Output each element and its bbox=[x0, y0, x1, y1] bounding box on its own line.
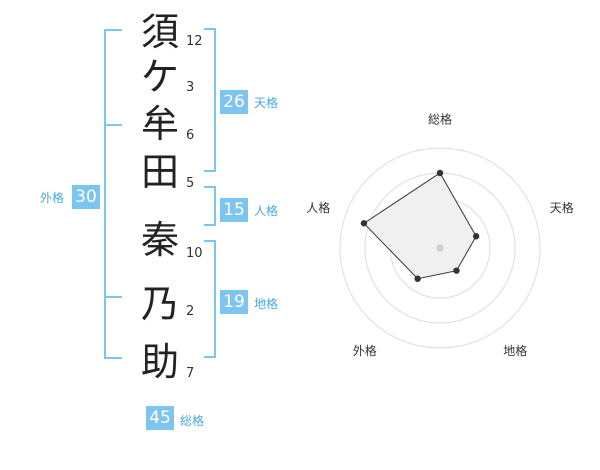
tenkaku-value: 26 bbox=[220, 90, 248, 114]
name-char-1: 須 bbox=[140, 10, 179, 54]
stroke-count-2: 3 bbox=[186, 80, 195, 95]
name-char-3: 牟 bbox=[140, 102, 179, 146]
gaikaku-value: 30 bbox=[72, 185, 100, 209]
stroke-count-4: 5 bbox=[186, 176, 195, 191]
stroke-count-3: 6 bbox=[186, 128, 195, 143]
radar-grid-ring bbox=[339, 147, 541, 349]
radar-axis-label: 天格 bbox=[550, 200, 574, 215]
name-char-6: 乃 bbox=[140, 282, 179, 326]
radar-point bbox=[360, 220, 368, 227]
soukaku-label: 総格 bbox=[180, 414, 205, 428]
soukaku-value: 45 bbox=[146, 406, 174, 430]
chikaku-label: 地格 bbox=[254, 297, 279, 311]
radar-axis-label: 外格 bbox=[353, 343, 377, 358]
radar-axis-label: 総格 bbox=[428, 112, 452, 127]
radar-point bbox=[453, 267, 460, 274]
stroke-count-5: 10 bbox=[186, 246, 203, 261]
chikaku-value: 19 bbox=[220, 290, 248, 314]
jinkaku-label: 人格 bbox=[254, 204, 279, 218]
gaikaku-label: 外格 bbox=[40, 191, 65, 205]
stroke-count-6: 2 bbox=[186, 304, 195, 319]
tenkaku-label: 天格 bbox=[254, 96, 279, 110]
name-char-7: 助 bbox=[140, 340, 179, 384]
radar-point bbox=[414, 275, 421, 282]
radar-point bbox=[436, 169, 444, 177]
radar-point bbox=[472, 233, 480, 240]
radar-shape bbox=[363, 172, 477, 280]
radar-axis-label: 地格 bbox=[503, 343, 527, 358]
stroke-count-1: 12 bbox=[186, 34, 203, 49]
name-char-2: ケ bbox=[140, 55, 179, 99]
stroke-count-7: 7 bbox=[186, 366, 195, 381]
radar-center-dot bbox=[436, 244, 444, 252]
jinkaku-value: 15 bbox=[220, 198, 248, 222]
name-char-5: 秦 bbox=[140, 218, 179, 262]
radar-axis-label: 人格 bbox=[306, 200, 330, 215]
name-char-4: 田 bbox=[140, 150, 179, 194]
